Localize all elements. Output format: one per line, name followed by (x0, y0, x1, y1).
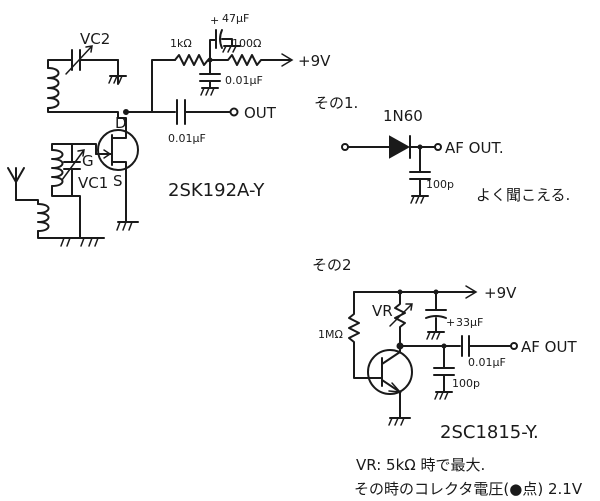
out-terminal (229, 107, 239, 117)
wire-antenna (15, 199, 39, 205)
alt2-33-label: 33μF (456, 316, 483, 329)
alt2-collector (381, 345, 401, 365)
note-line2: その時のコレクタ電圧(●点) 2.1V (354, 480, 583, 498)
supply-label: +9V (298, 52, 331, 70)
main-part-label: 2SK192A-Y (168, 180, 265, 201)
alt2-out-label: AF OUT (521, 338, 577, 356)
alt1-cap-label: 100p (426, 178, 454, 191)
alt1-circuit: その1. 1N60 AF OUT. 100p よく聞こえる. (314, 94, 570, 204)
elec-cap-b (219, 29, 223, 49)
fet-source-lead (111, 161, 127, 183)
main-circuit: VC2 D G S OUT 0.01μF 1kΩ (7, 12, 331, 247)
vc1-arrow (61, 149, 85, 181)
wire-gate-coil-bottom (51, 185, 73, 197)
diode-body (389, 135, 411, 159)
coupling-cap-label: 0.01μF (168, 132, 206, 145)
vc2-arrow (65, 45, 93, 75)
ground-antenna (59, 237, 105, 247)
alt2-circuit: その2 +9V 1MΩ VR + 33μF (312, 256, 577, 443)
alt2-supply-arrow (465, 285, 478, 299)
notes: VR: 5kΩ 時で最大. その時のコレクタ電圧(●点) 2.1V (354, 456, 583, 498)
alt1-out-label: AF OUT. (445, 139, 504, 157)
alt2-emitter (381, 379, 401, 419)
drain-label: D (115, 114, 127, 132)
ground-alt2-emitter (388, 417, 411, 426)
alt1-note: よく聞こえる. (476, 186, 570, 204)
alt1-out-terminal (434, 143, 442, 151)
alt2-vr-arrow (389, 303, 413, 327)
alt2-100p-label: 100p (452, 377, 480, 390)
elec-cap-label: 47μF (222, 12, 249, 25)
ground-alt1 (410, 178, 429, 204)
alt2-1m-resistor (348, 291, 375, 379)
alt2-part-label: 2SC1815-Y. (440, 422, 539, 443)
wire-drain-right (125, 59, 176, 113)
alt2-vr-label: VR (372, 302, 393, 320)
ground-source (116, 221, 139, 231)
fet-drain-lead (111, 117, 127, 139)
alt1-title: その1. (314, 94, 358, 112)
alt2-emitter-arrow (388, 382, 402, 393)
wire-coil-top (47, 59, 71, 69)
r1-zigzag (174, 54, 211, 66)
r2-zigzag (209, 54, 291, 66)
vc1-label: VC1 (78, 174, 108, 192)
note-line1: VR: 5kΩ 時で最大. (356, 456, 485, 474)
out-label: OUT (244, 104, 277, 122)
tank-coil (47, 67, 60, 109)
wire-gate-gnd (71, 195, 81, 239)
r1-label: 1kΩ (170, 37, 192, 50)
alt2-33-plus: + (446, 316, 455, 329)
ground-bypass (200, 80, 219, 96)
alt2-transistor-body (367, 349, 413, 395)
diode-label: 1N60 (383, 107, 423, 125)
gate-coil (51, 149, 64, 187)
bypass-cap-label: 0.01μF (225, 74, 263, 87)
elec-cap-plus: + (210, 14, 219, 27)
fet-body (97, 129, 139, 171)
wire-gate-coil-top (51, 143, 97, 155)
elec-cap-wire (209, 39, 216, 61)
ground-alt2-33 (426, 317, 445, 340)
ground-elec-cap (221, 38, 241, 53)
alt2-coupling-label: 0.01μF (468, 356, 506, 369)
source-label: S (113, 172, 123, 190)
alt2-out-terminal (510, 342, 518, 350)
r2-label: 100Ω (232, 37, 261, 50)
wire-antenna-gnd (37, 230, 69, 239)
antenna-coil (37, 203, 50, 232)
alt2-33-b (425, 315, 447, 319)
alt2-res-label: 1MΩ (318, 328, 343, 341)
alt2-title: その2 (312, 256, 352, 274)
wire-coil-bottom (47, 107, 119, 119)
supply-arrow (281, 53, 294, 67)
fet-gate-arrow (103, 149, 112, 159)
gate-label: G (82, 152, 94, 170)
alt2-supply-label: +9V (484, 284, 517, 302)
antenna-symbol (7, 167, 25, 201)
ground-alt2-100p (434, 374, 453, 400)
vc2-label: VC2 (80, 30, 110, 48)
